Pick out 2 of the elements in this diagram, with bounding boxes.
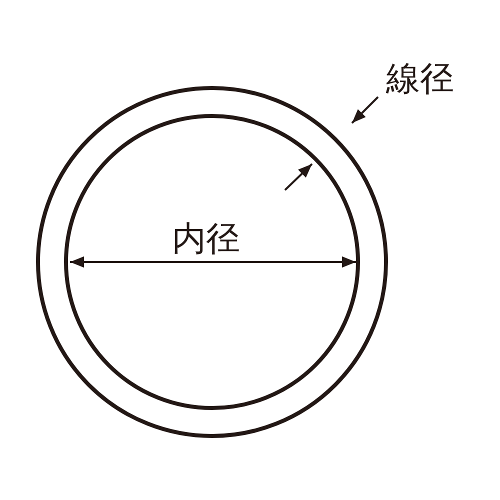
dimension-label: 内径 <box>172 222 240 256</box>
dimension-label: 線径 <box>386 62 454 96</box>
